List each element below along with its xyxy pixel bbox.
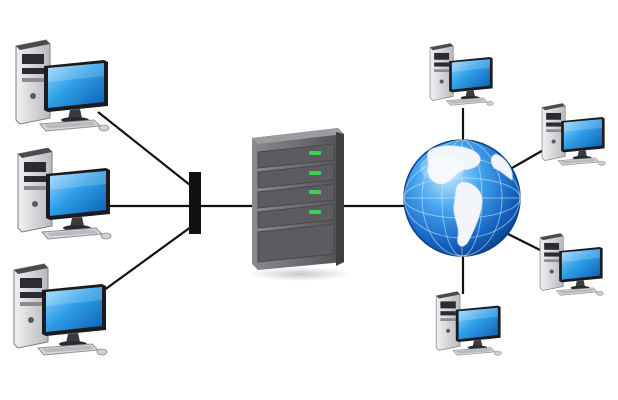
server-rack-icon	[252, 128, 344, 270]
workstation-right-3	[539, 233, 604, 296]
link-left-3-switch	[95, 223, 196, 297]
workstation-left-1	[15, 39, 110, 132]
link-left-1-switch	[97, 111, 196, 190]
server-led	[309, 210, 321, 214]
workstation-right-1	[429, 43, 494, 106]
server-led	[309, 151, 321, 155]
network-switch-icon	[189, 172, 201, 234]
desktop-computer-icon	[435, 291, 502, 356]
workstation-right-4	[435, 291, 502, 356]
desktop-computer-icon	[539, 233, 604, 296]
internet-globe	[403, 139, 521, 257]
server-shadow	[248, 267, 352, 281]
server-led	[309, 171, 321, 175]
desktop-computer-icon	[15, 39, 110, 132]
workstation-right-2	[541, 103, 606, 166]
desktop-computer-icon	[17, 147, 112, 240]
server-led	[309, 190, 321, 194]
desktop-computer-icon	[13, 263, 108, 356]
server	[248, 128, 352, 281]
workstation-left-2	[17, 147, 112, 240]
connection-lines	[95, 108, 555, 297]
desktop-computer-icon	[429, 43, 494, 106]
desktop-computer-icon	[541, 103, 606, 166]
workstation-left-3	[13, 263, 108, 356]
